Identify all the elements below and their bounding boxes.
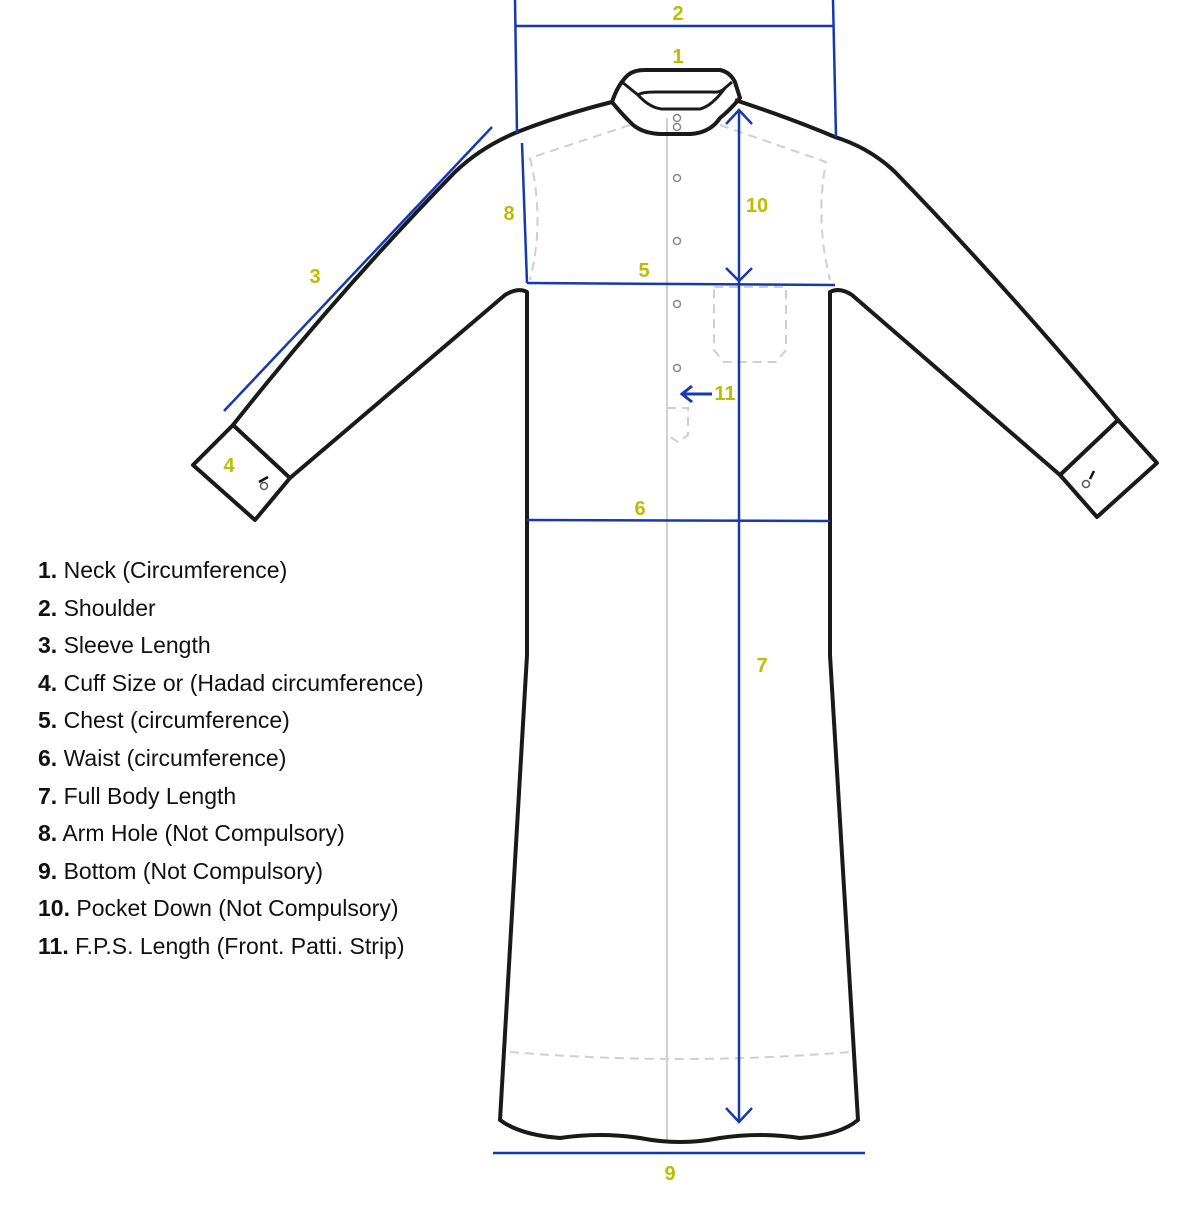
legend-item: 2. Shoulder <box>38 594 156 621</box>
left-cuff <box>191 423 292 522</box>
marker-10: 10 <box>746 195 768 217</box>
right-shoulder-sleeve <box>734 98 1120 422</box>
right-cuff <box>1058 418 1159 519</box>
measurement-lines <box>223 0 865 1155</box>
legend-item: 7. Full Body Length <box>38 782 237 809</box>
marker-4: 4 <box>223 455 235 477</box>
armhole-measure <box>520 142 529 284</box>
marker-7: 7 <box>756 655 767 677</box>
marker-11: 11 <box>714 383 735 405</box>
chest-pocket <box>713 286 787 363</box>
marker-1: 1 <box>672 46 683 68</box>
legend-item: 4. Cuff Size or (Hadad circumference) <box>38 669 424 696</box>
marker-6: 6 <box>634 498 645 520</box>
cuff-buttons <box>258 470 1096 491</box>
chest-measure <box>526 281 836 287</box>
legend-item: 10. Pocket Down (Not Compulsory) <box>38 895 399 922</box>
shoulder-measure <box>513 0 838 138</box>
small-pocket <box>666 407 689 444</box>
marker-5: 5 <box>638 260 649 282</box>
legend-item: 1. Neck (Circumference) <box>38 557 288 583</box>
fps-arrow <box>679 384 712 404</box>
markers: 1 2 3 4 5 6 7 8 9 10 11 <box>223 3 768 1185</box>
legend-item: 5. Chest (circumference) <box>38 707 290 734</box>
marker-3: 3 <box>309 266 320 288</box>
body-outline <box>288 288 1062 1144</box>
buttons <box>672 113 682 373</box>
legend-item: 8. Arm Hole (Not Compulsory) <box>38 820 345 847</box>
legend-item: 9. Bottom (Not Compulsory) <box>38 857 324 884</box>
legend-item: 11. F.P.S. Length (Front. Patti. Strip) <box>38 932 405 959</box>
left-shoulder-sleeve <box>231 100 613 427</box>
legend-item: 3. Sleeve Length <box>38 632 211 659</box>
sleeve-measure <box>223 126 493 412</box>
seam-lines <box>509 124 851 1060</box>
legend-item: 6. Waist (circumference) <box>38 744 287 771</box>
collar <box>610 68 742 136</box>
marker-8: 8 <box>503 203 514 225</box>
measurement-legend: 1. Neck (Circumference) 2. Shoulder 3. S… <box>38 555 424 969</box>
marker-2: 2 <box>672 3 683 25</box>
waist-measure <box>526 518 831 523</box>
marker-9: 9 <box>664 1163 675 1185</box>
garment-outline <box>191 68 1159 1144</box>
